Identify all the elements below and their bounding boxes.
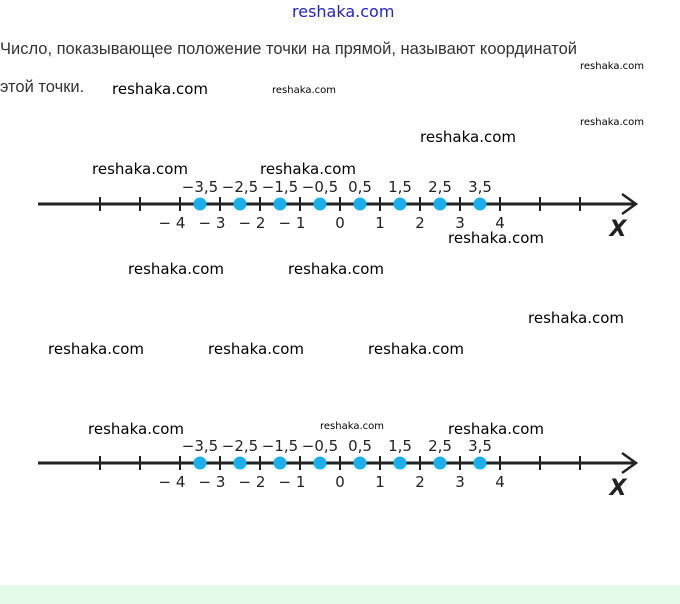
point-label: −1,5 xyxy=(262,178,298,196)
point-label: 2,5 xyxy=(428,437,452,455)
point-label: 3,5 xyxy=(468,178,492,196)
arrow-head-icon xyxy=(621,192,639,216)
point-label: −1,5 xyxy=(262,437,298,455)
tick-label: 2 xyxy=(415,214,425,232)
point-marker xyxy=(473,456,487,470)
watermark: reshaka.com xyxy=(288,260,384,278)
tick-label: − 3 xyxy=(199,214,226,232)
point-marker xyxy=(353,456,367,470)
point-label: −3,5 xyxy=(182,437,218,455)
number-line-2: − 4 − 3 − 2 − 1 0 1 2 3 4 −3,5−2,5−1,5−0,5 0,5 1,5 2… xyxy=(38,437,639,501)
tick-label: − 2 xyxy=(239,214,266,232)
point-marker xyxy=(473,197,487,211)
watermark: reshaka.com xyxy=(528,309,624,327)
tick-label: 4 xyxy=(495,214,505,232)
tick-label: 2 xyxy=(415,473,425,491)
point-label: 2,5 xyxy=(428,178,452,196)
watermark: reshaka.com xyxy=(320,421,384,432)
watermark: reshaka.com xyxy=(272,85,336,96)
tick-label: 1 xyxy=(375,214,385,232)
point-label: −0,5 xyxy=(302,178,338,196)
axis-label: X xyxy=(608,476,628,501)
point-marker xyxy=(233,456,247,470)
point-label: 1,5 xyxy=(388,178,412,196)
point-marker xyxy=(393,456,407,470)
tick-label: − 4 xyxy=(159,214,186,232)
point-label: −2,5 xyxy=(222,178,258,196)
watermark: reshaka.com xyxy=(448,229,544,247)
tick-label: 3 xyxy=(455,473,465,491)
tick-label: 0 xyxy=(335,473,345,491)
point-label: 0,5 xyxy=(348,437,372,455)
site-header-link[interactable]: reshaka.com xyxy=(292,2,395,21)
watermark: reshaka.com xyxy=(128,260,224,278)
number-line-1: − 4 − 3 − 2 − 1 0 1 2 3 4 −3,5−2,5−1,5−0,5 0,5 1,5 2… xyxy=(38,178,639,242)
point-label: 0,5 xyxy=(348,178,372,196)
point-label: 1,5 xyxy=(388,437,412,455)
arrow-head-icon xyxy=(621,451,639,475)
paragraph-line-2: этой точки. xyxy=(0,78,85,96)
point-label: 3,5 xyxy=(468,437,492,455)
watermark: reshaka.com xyxy=(208,340,304,358)
watermark: reshaka.com xyxy=(420,128,516,146)
point-label: −3,5 xyxy=(182,178,218,196)
watermark: reshaka.com xyxy=(48,340,144,358)
tick-label: − 3 xyxy=(199,473,226,491)
watermark: reshaka.com xyxy=(368,340,464,358)
point-marker xyxy=(193,456,207,470)
point-marker xyxy=(313,197,327,211)
point-marker xyxy=(313,456,327,470)
tick-label: 4 xyxy=(495,473,505,491)
tick-label: 1 xyxy=(375,473,385,491)
point-marker xyxy=(273,456,287,470)
watermark: reshaka.com xyxy=(580,117,644,128)
tick-label: − 1 xyxy=(279,473,306,491)
tick-label: − 4 xyxy=(159,473,186,491)
watermark: reshaka.com xyxy=(580,61,644,72)
point-label: −0,5 xyxy=(302,437,338,455)
watermark: reshaka.com xyxy=(92,160,188,178)
footer-bar xyxy=(0,585,680,604)
paragraph-line-1: Число, показывающее положение точки на п… xyxy=(0,40,578,58)
tick-label: 3 xyxy=(455,214,465,232)
watermark: reshaka.com xyxy=(88,420,184,438)
tick-label: − 1 xyxy=(279,214,306,232)
point-marker xyxy=(193,197,207,211)
watermark: reshaka.com xyxy=(448,420,544,438)
point-marker xyxy=(273,197,287,211)
point-marker xyxy=(233,197,247,211)
watermark: reshaka.com xyxy=(260,160,356,178)
axis-label: X xyxy=(608,217,628,242)
point-marker xyxy=(353,197,367,211)
point-label: −2,5 xyxy=(222,437,258,455)
watermark: reshaka.com xyxy=(112,80,208,98)
point-marker xyxy=(433,197,447,211)
point-marker xyxy=(393,197,407,211)
tick-label: 0 xyxy=(335,214,345,232)
point-marker xyxy=(433,456,447,470)
tick-label: − 2 xyxy=(239,473,266,491)
